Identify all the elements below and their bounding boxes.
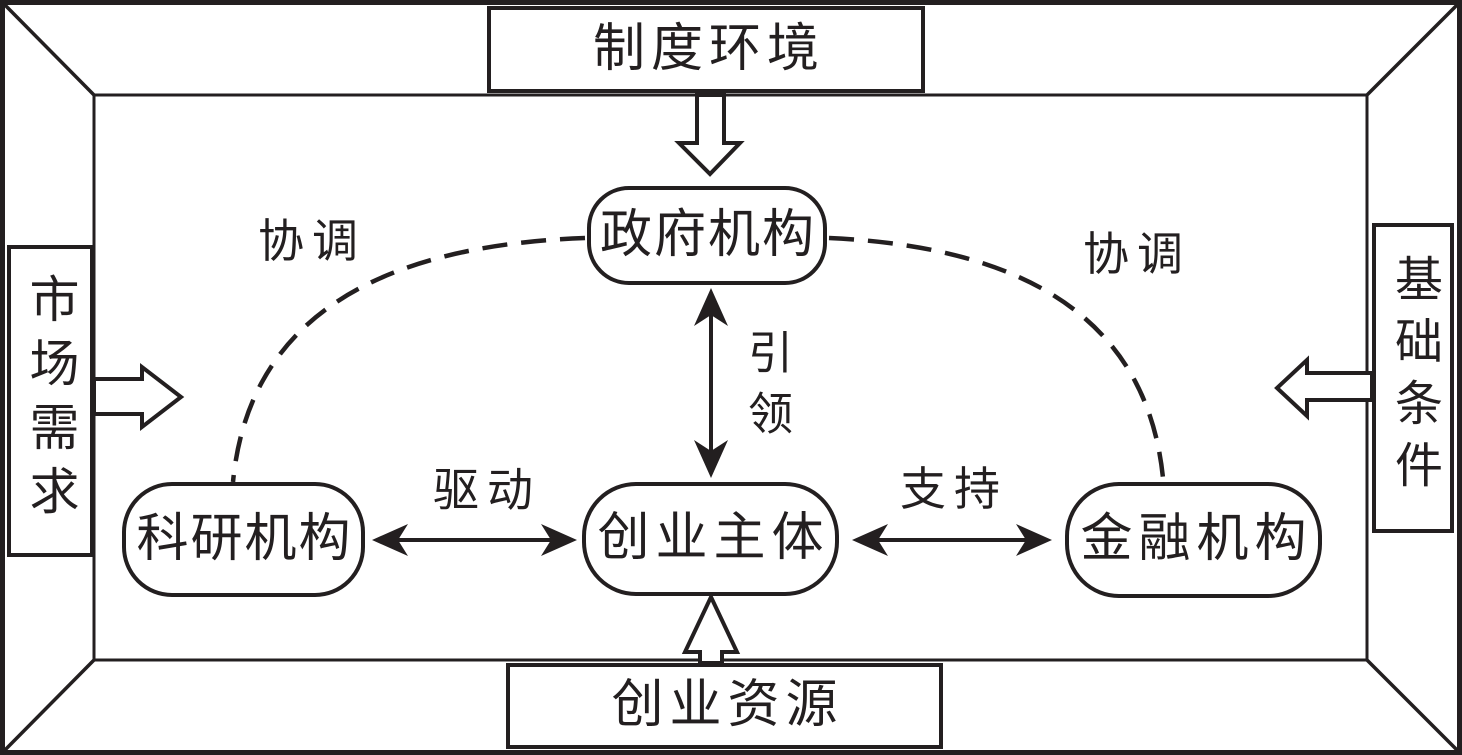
government-label: 政府机构 — [599, 206, 816, 264]
guidance-label: 引领 — [741, 329, 791, 451]
block-arrow-right-left — [1274, 355, 1374, 421]
institutional-environment-box: 制度环境 — [487, 6, 925, 93]
frame-corner-diagonal-bottom-right — [1365, 658, 1461, 754]
coordination-label-right: 协调 — [1083, 229, 1191, 280]
guidance-double-arrow — [694, 288, 728, 478]
entrepreneur-node: 创业主体 — [582, 482, 839, 596]
entrepreneurial-resources-box: 创业资源 — [506, 663, 943, 749]
research-label: 科研机构 — [136, 510, 353, 568]
basic-conditions-label: 基础条件 — [1387, 254, 1440, 502]
frame-corner-diagonal-bottom-left — [1, 658, 96, 754]
block-arrow-left-right — [92, 362, 185, 432]
support-double-arrow — [852, 524, 1052, 556]
drive-label: 驱动 — [433, 465, 541, 516]
market-demand-box: 市场需求 — [7, 245, 94, 557]
institutional-environment-label: 制度环境 — [592, 20, 825, 78]
basic-conditions-box: 基础条件 — [1372, 223, 1454, 533]
finance-label: 金融机构 — [1080, 511, 1313, 568]
entrepreneurial-resources-label: 创业资源 — [611, 677, 844, 734]
block-arrow-top-down — [674, 93, 745, 177]
dashed-arc-coordination-right — [828, 235, 1166, 479]
government-node: 政府机构 — [587, 186, 827, 285]
frame-corner-diagonal-top-right — [1365, 1, 1461, 97]
coordination-label-left: 协调 — [258, 216, 366, 267]
frame-corner-diagonal-top-left — [1, 1, 96, 97]
support-label: 支持 — [900, 464, 1008, 515]
entrepreneur-label: 创业主体 — [597, 510, 830, 567]
market-demand-label: 市场需求 — [22, 273, 79, 529]
drive-double-arrow — [372, 524, 577, 556]
finance-node: 金融机构 — [1065, 482, 1322, 598]
dashed-arc-coordination-left — [230, 235, 586, 483]
research-node: 科研机构 — [122, 482, 365, 597]
block-arrow-bottom-up — [681, 592, 741, 665]
